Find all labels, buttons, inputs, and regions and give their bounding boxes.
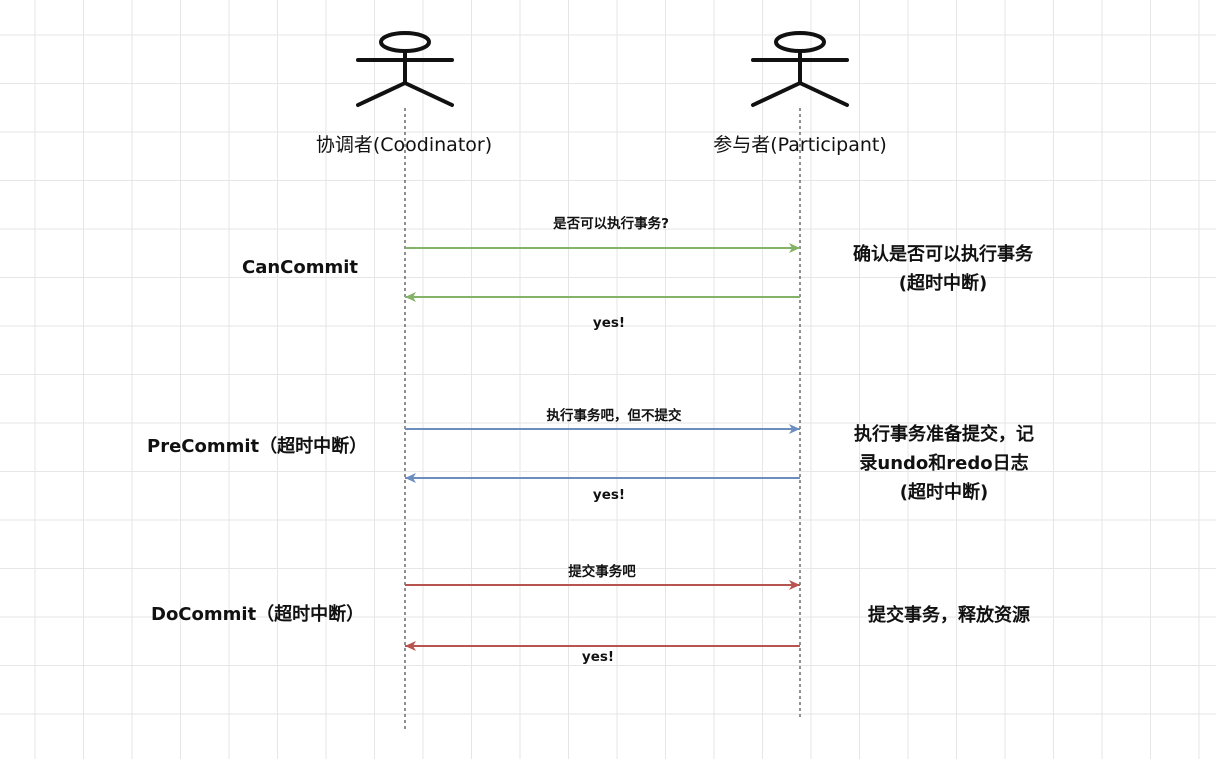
phase-label-cancommit: CanCommit bbox=[242, 257, 359, 278]
cancommit-request-label: 是否可以执行事务? bbox=[553, 216, 669, 232]
precommit-note-line: (超时中断) bbox=[899, 482, 989, 503]
coordinator-label: 协调者(Coodinator) bbox=[315, 134, 493, 156]
cancommit-response-label: yes! bbox=[592, 315, 626, 331]
cancommit-note: 确认是否可以执行事务 (超时中断) bbox=[853, 240, 1033, 298]
precommit-note-line: 录undo和redo日志 bbox=[859, 453, 1029, 474]
phase-label-precommit: PreCommit（超时中断） bbox=[147, 436, 368, 457]
docommit-note: 提交事务，释放资源 bbox=[868, 601, 1030, 630]
precommit-request-label: 执行事务吧，但不提交 bbox=[546, 408, 682, 424]
participant-label: 参与者(Participant) bbox=[713, 134, 887, 156]
docommit-response-label: yes! bbox=[581, 649, 615, 665]
cancommit-note-line: (超时中断) bbox=[898, 273, 988, 294]
precommit-note-line: 执行事务准备提交，记 bbox=[854, 424, 1034, 445]
precommit-note: 执行事务准备提交，记 录undo和redo日志 (超时中断) bbox=[854, 420, 1034, 507]
cancommit-note-line: 确认是否可以执行事务 bbox=[853, 244, 1033, 265]
docommit-request-label: 提交事务吧 bbox=[568, 564, 636, 580]
participant-stick-figure-icon bbox=[751, 31, 849, 107]
phase-label-docommit: DoCommit（超时中断） bbox=[151, 604, 365, 625]
precommit-response-label: yes! bbox=[592, 487, 626, 503]
coordinator-stick-figure-icon bbox=[356, 31, 454, 107]
docommit-note-line: 提交事务，释放资源 bbox=[868, 605, 1030, 626]
